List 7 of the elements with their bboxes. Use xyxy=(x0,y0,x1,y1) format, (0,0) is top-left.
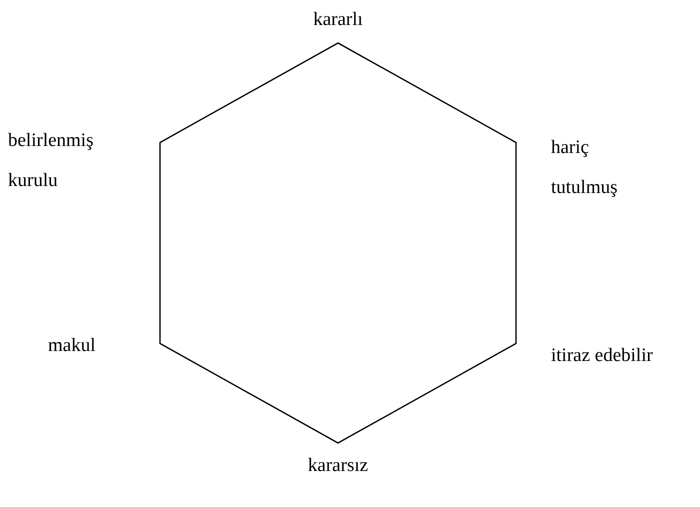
vertex-label: itiraz edebilir xyxy=(551,344,654,368)
vertex-label: kararlı xyxy=(312,8,364,32)
vertex-label: makul xyxy=(48,334,96,358)
vertex-label: kararsız xyxy=(306,454,370,478)
vertex-label: hariç tutulmuş xyxy=(551,136,619,200)
vertex-label: belirlenmiş kurulu xyxy=(8,129,94,193)
hexagon-shape xyxy=(159,42,517,444)
